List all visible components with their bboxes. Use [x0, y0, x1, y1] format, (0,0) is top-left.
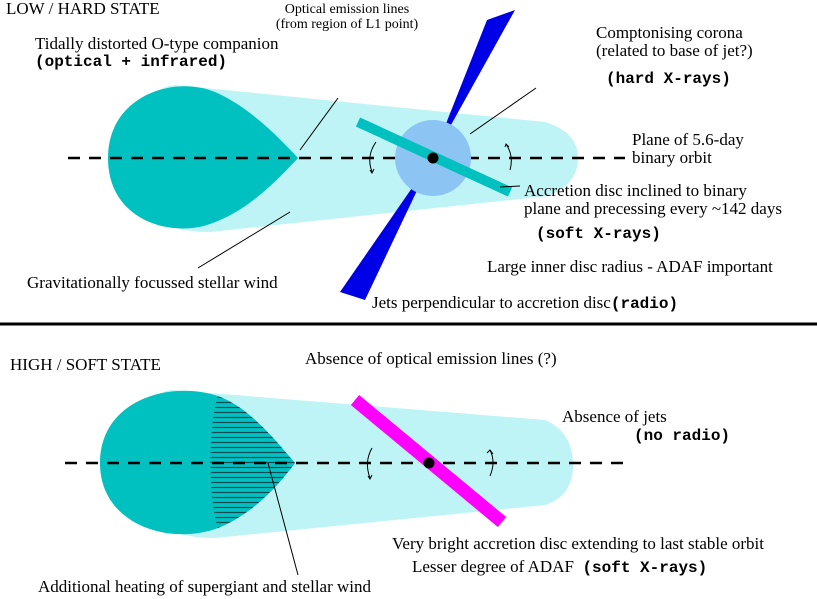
disc-band-label: (soft X-rays): [536, 225, 661, 243]
corona-label-line2: (related to base of jet?): [596, 40, 753, 60]
adaf-label-bottom-text: Lesser degree of ADAF: [412, 557, 574, 576]
precession-arrow-right-bottom: [489, 449, 494, 477]
pointer-heating: [267, 462, 299, 576]
accretion-disc-label: Accretion disc inclined to binary plane …: [524, 182, 782, 218]
precession-arrow-right-top: [505, 143, 512, 171]
corona-label: Comptonising corona (related to base of …: [596, 24, 753, 60]
emission-lines-label-line2: (from region of L1 point): [275, 16, 419, 32]
pointer-disc: [499, 185, 521, 188]
adaf-label-bottom: Lesser degree of ADAF (soft X-rays): [412, 558, 707, 577]
accretion-disc-label-line2: plane and precessing every ~142 days: [524, 198, 782, 218]
jet-upper-top: [432, 10, 515, 159]
accretion-disc-label-line1: Accretion disc inclined to binary: [524, 181, 747, 200]
emission-lines-label: Optical emission lines (from region of L…: [272, 2, 422, 32]
companion-label: Tidally distorted O-type companion: [35, 34, 279, 53]
absence-emission-label: Absence of optical emission lines (?): [305, 349, 557, 368]
jet-lower-top: [340, 159, 432, 300]
pointer-corona: [469, 87, 537, 135]
soft-xray-band-label: (soft X-rays): [582, 559, 708, 577]
jets-label-text: Jets perpendicular to accretion disc: [372, 293, 611, 312]
precession-arrow-left-bottom: [366, 447, 373, 479]
stellar-wind-label: Gravitationally focussed stellar wind: [27, 273, 278, 292]
orbit-plane-label: Plane of 5.6-day binary orbit: [632, 131, 744, 167]
companion-band-label: (optical + infrared): [35, 53, 228, 71]
heated-hemisphere-hatch: [210, 396, 295, 528]
bright-disc-label: Very bright accretion disc extending to …: [392, 534, 765, 553]
emission-lines-label-line1: Optical emission lines: [284, 2, 410, 17]
pointer-emission-lines: [299, 97, 339, 151]
pointer-stellar-wind: [197, 211, 291, 269]
state-title-high-soft: HIGH / SOFT STATE: [10, 355, 161, 374]
orbit-plane-label-line2: binary orbit: [632, 147, 712, 167]
precession-arrow-left-top: [369, 141, 377, 173]
corona-band-label: (hard X-rays): [606, 70, 731, 88]
state-title-low-hard: LOW / HARD STATE: [6, 0, 160, 18]
orbit-plane-label-line1: Plane of 5.6-day: [632, 130, 744, 149]
corona-label-line1: Comptonising corona: [596, 23, 743, 42]
heating-label: Additional heating of supergiant and ste…: [38, 577, 372, 596]
compact-object-top: [427, 152, 439, 164]
jets-label: Jets perpendicular to accretion disc(rad…: [372, 294, 678, 313]
absence-jets-label: Absence of jets: [562, 407, 667, 426]
no-radio-label: (no radio): [634, 427, 731, 445]
jets-band-label: (radio): [610, 295, 679, 313]
adaf-label-top: Large inner disc radius - ADAF important: [487, 257, 773, 276]
compact-object-bottom: [423, 457, 435, 469]
